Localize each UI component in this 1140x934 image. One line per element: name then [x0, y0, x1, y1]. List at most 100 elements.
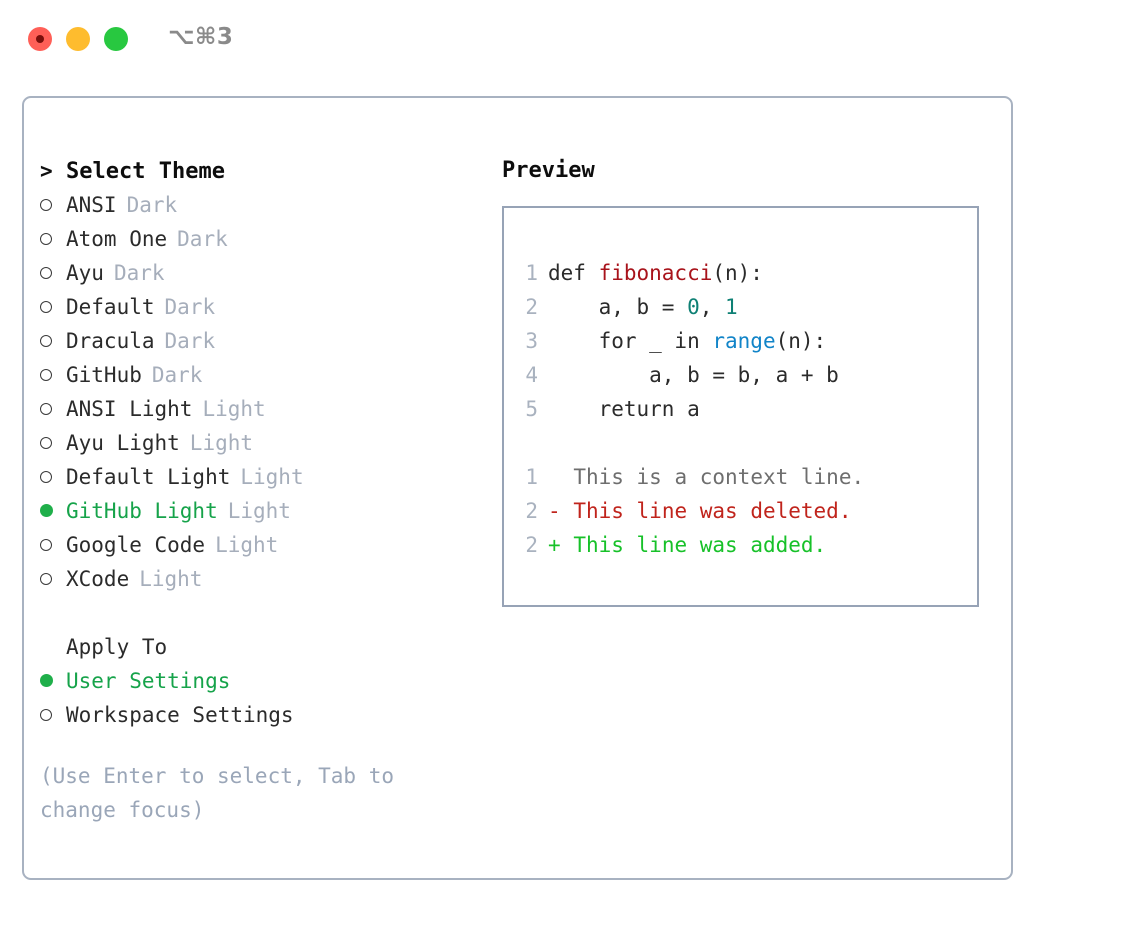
code-token-plain: (n): — [712, 261, 763, 285]
theme-variant: Light — [189, 431, 254, 455]
preview-box: 1 def fibonacci(n): 2 a, b = 0, 1 3 for … — [502, 206, 979, 607]
preview-section-gap — [504, 426, 977, 460]
diff-line-added: 2 + This line was added. — [504, 528, 977, 562]
diff-sign: - — [548, 499, 561, 523]
diff-text — [561, 460, 574, 494]
traffic-light-group — [28, 27, 128, 51]
zoom-window-button[interactable] — [104, 27, 128, 51]
code-token-plain: (n): — [775, 329, 827, 353]
line-number: 5 — [525, 397, 538, 421]
code-token-keyword: return a — [598, 397, 700, 421]
minimize-window-button[interactable] — [66, 27, 90, 51]
code-line: 4 a, b = b, a + b — [504, 358, 977, 392]
code-token-plain: a, b = b, a + b — [649, 363, 839, 387]
theme-option-github-light[interactable]: GitHub Light Light — [40, 494, 490, 528]
diff-content: This line was added. — [573, 533, 827, 557]
title-bar: ⌥⌘3 — [0, 0, 1140, 78]
theme-option-atom-one-dark[interactable]: Atom One Dark — [40, 222, 490, 256]
radio-unselected-icon[interactable] — [40, 562, 66, 596]
code-indent — [548, 295, 599, 319]
code-indent — [548, 397, 599, 421]
theme-name: Default Light — [66, 465, 231, 489]
radio-unselected-icon[interactable] — [40, 324, 66, 358]
theme-name: Atom One — [66, 227, 168, 251]
code-token-number: 1 — [725, 295, 738, 319]
radio-selected-icon[interactable] — [40, 494, 66, 528]
theme-variant: Dark — [164, 295, 216, 319]
apply-to-header: Apply To — [40, 630, 490, 664]
close-window-button[interactable] — [28, 27, 52, 51]
apply-to-option-user-settings[interactable]: User Settings — [40, 664, 490, 698]
code-token-builtin: range — [712, 329, 776, 353]
radio-unselected-icon[interactable] — [40, 358, 66, 392]
apply-to-label: User Settings — [66, 669, 231, 693]
theme-name: Dracula — [66, 329, 155, 353]
line-number: 1 — [525, 465, 538, 489]
theme-name: Ayu Light — [66, 431, 180, 455]
code-content: a, b = b, a + b — [548, 358, 839, 392]
theme-option-google-code[interactable]: Google Code Light — [40, 528, 490, 562]
theme-name: GitHub — [66, 363, 142, 387]
keyboard-hint-text: (Use Enter to select, Tab to change focu… — [40, 764, 395, 822]
radio-unselected-icon[interactable] — [40, 222, 66, 256]
code-content: for _ in range(n): — [548, 324, 827, 358]
radio-unselected-icon[interactable] — [40, 698, 66, 732]
theme-option-ayu-dark[interactable]: Ayu Dark — [40, 256, 490, 290]
theme-variant: Dark — [151, 363, 203, 387]
line-number: 4 — [525, 363, 538, 387]
theme-name: Google Code — [66, 533, 206, 557]
code-token-plain: , — [699, 295, 726, 319]
code-content: a, b = 0, 1 — [548, 290, 738, 324]
list-spacer — [40, 596, 490, 630]
theme-variant: Dark — [113, 261, 165, 285]
diff-sign: + — [548, 533, 561, 557]
code-token-plain: a, b = — [598, 295, 688, 319]
theme-option-ansi-dark[interactable]: ANSI Dark — [40, 188, 490, 222]
code-line: 3 for _ in range(n): — [504, 324, 977, 358]
apply-to-option-workspace-settings[interactable]: Workspace Settings — [40, 698, 490, 732]
theme-variant: Light — [202, 397, 266, 421]
line-number: 3 — [525, 329, 538, 353]
diff-line-context: 1 This is a context line. — [504, 460, 977, 494]
theme-option-default-light[interactable]: Default Light Light — [40, 460, 490, 494]
theme-option-github-dark[interactable]: GitHub Dark — [40, 358, 490, 392]
code-line: 1 def fibonacci(n): — [504, 256, 977, 290]
diff-content: This line was deleted. — [573, 499, 852, 523]
select-theme-title: Select Theme — [66, 159, 225, 184]
theme-variant: Light — [240, 465, 304, 489]
line-number: 1 — [525, 261, 538, 285]
theme-variant: Dark — [164, 329, 216, 353]
theme-option-ansi-light[interactable]: ANSI Light Light — [40, 392, 490, 426]
code-indent — [548, 329, 599, 353]
code-token-keyword: for _ in — [598, 329, 713, 353]
theme-option-ayu-light[interactable]: Ayu Light Light — [40, 426, 490, 460]
radio-unselected-icon[interactable] — [40, 392, 66, 426]
theme-name: Ayu — [66, 261, 104, 285]
apply-to-title: Apply To — [66, 635, 168, 659]
theme-variant: Light — [227, 499, 291, 523]
radio-unselected-icon[interactable] — [40, 256, 66, 290]
radio-unselected-icon[interactable] — [40, 460, 66, 494]
radio-selected-icon[interactable] — [40, 664, 66, 698]
diff-text — [561, 528, 574, 562]
theme-variant: Dark — [126, 193, 178, 217]
diff-text — [561, 494, 574, 528]
theme-option-dracula-dark[interactable]: Dracula Dark — [40, 324, 490, 358]
code-token-number: 0 — [687, 295, 700, 319]
code-content: def fibonacci(n): — [548, 256, 763, 290]
diff-line-deleted: 2 - This line was deleted. — [504, 494, 977, 528]
theme-variant: Dark — [177, 227, 228, 251]
radio-unselected-icon[interactable] — [40, 290, 66, 324]
keyboard-shortcut-label: ⌥⌘3 — [168, 24, 234, 50]
theme-variant: Light — [215, 533, 279, 557]
code-content: return a — [548, 392, 700, 426]
theme-name: XCode — [66, 567, 130, 591]
apply-to-label: Workspace Settings — [66, 703, 294, 727]
theme-option-xcode[interactable]: XCode Light — [40, 562, 490, 596]
theme-option-default-dark[interactable]: Default Dark — [40, 290, 490, 324]
radio-unselected-icon[interactable] — [40, 528, 66, 562]
code-line: 5 return a — [504, 392, 977, 426]
radio-unselected-icon[interactable] — [40, 188, 66, 222]
main-panel: > Select Theme ANSI Dark Atom One Dark A… — [22, 96, 1013, 880]
radio-unselected-icon[interactable] — [40, 426, 66, 460]
